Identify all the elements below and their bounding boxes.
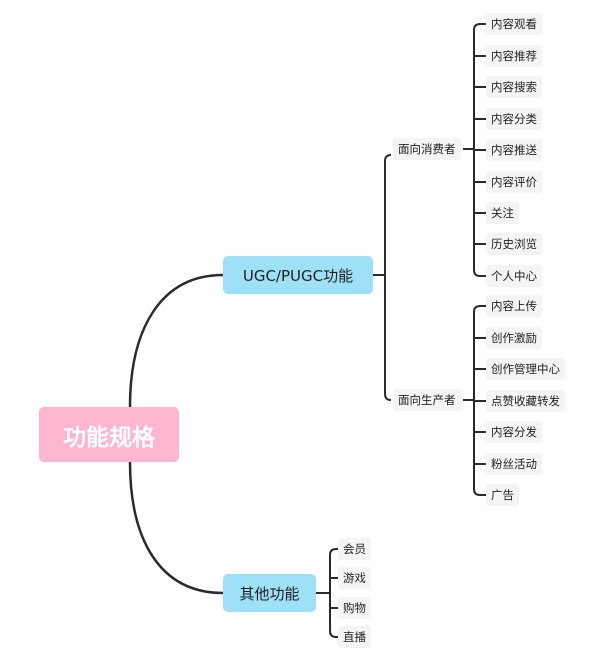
- leaf-consumer-9[interactable]: 个人中心: [486, 265, 542, 287]
- connector-other-spine: [329, 548, 337, 638]
- leaf-label: 个人中心: [491, 269, 537, 283]
- leaf-consumer-6[interactable]: 内容评价: [486, 171, 542, 193]
- leaf-label: 广告: [491, 488, 514, 502]
- connector-root-other: [128, 461, 224, 595]
- leaf-label: 创作激励: [491, 331, 537, 345]
- leaf-label: 内容搜索: [491, 80, 537, 94]
- leaf-consumer-2[interactable]: 内容推荐: [486, 45, 542, 67]
- root-node[interactable]: 功能规格: [39, 407, 179, 462]
- leaf-label: 会员: [343, 542, 366, 556]
- leaf-consumer-3[interactable]: 内容搜索: [486, 76, 542, 98]
- leaf-consumer-8[interactable]: 历史浏览: [486, 233, 542, 255]
- connector-ugc-spine: [384, 154, 392, 401]
- root-label: 功能规格: [63, 424, 155, 451]
- leaf-producer-4[interactable]: 点赞收藏转发: [486, 390, 565, 412]
- leaf-producer-5[interactable]: 内容分发: [486, 421, 542, 443]
- leaf-other-4[interactable]: 直播: [338, 626, 371, 648]
- leaf-label: 内容推荐: [491, 49, 537, 63]
- leaf-other-2[interactable]: 游戏: [338, 567, 371, 589]
- group-consumer-label: 面向消费者: [398, 142, 456, 156]
- consumer-leaf-ticks: [474, 23, 487, 277]
- leaf-other-1[interactable]: 会员: [338, 538, 371, 560]
- leaf-label: 内容上传: [491, 299, 537, 313]
- branch-ugc-pugc-label: UGC/PUGC功能: [242, 266, 354, 285]
- other-leaf-ticks: [330, 548, 340, 638]
- branch-ugc-pugc[interactable]: UGC/PUGC功能: [223, 256, 373, 294]
- leaf-label: 内容观看: [491, 17, 537, 31]
- group-producer[interactable]: 面向生产者: [393, 389, 461, 411]
- leaf-producer-3[interactable]: 创作管理中心: [486, 358, 565, 380]
- leaf-label: 购物: [343, 601, 366, 615]
- leaf-consumer-1[interactable]: 内容观看: [486, 13, 542, 35]
- leaf-producer-2[interactable]: 创作激励: [486, 327, 542, 349]
- producer-leaf-ticks: [474, 305, 487, 496]
- leaf-label: 游戏: [343, 571, 366, 585]
- leaf-consumer-5[interactable]: 内容推送: [486, 139, 542, 161]
- group-consumer[interactable]: 面向消费者: [393, 138, 461, 160]
- leaf-producer-7[interactable]: 广告: [486, 484, 519, 506]
- leaf-other-3[interactable]: 购物: [338, 597, 371, 619]
- leaf-producer-6[interactable]: 粉丝活动: [486, 453, 542, 475]
- branch-other-features-label: 其他功能: [239, 584, 300, 603]
- branch-other-features[interactable]: 其他功能: [223, 574, 316, 612]
- leaf-label: 内容分类: [491, 112, 537, 126]
- leaf-consumer-4[interactable]: 内容分类: [486, 108, 542, 130]
- leaf-label: 粉丝活动: [491, 457, 537, 471]
- connector-root-ugc: [128, 273, 224, 408]
- leaf-label: 历史浏览: [491, 237, 537, 251]
- leaf-consumer-7[interactable]: 关注: [486, 202, 519, 224]
- leaf-label: 内容评价: [491, 175, 537, 189]
- group-producer-label: 面向生产者: [398, 393, 456, 407]
- leaf-label: 点赞收藏转发: [491, 394, 560, 408]
- leaf-label: 关注: [491, 206, 514, 220]
- leaf-label: 直播: [343, 630, 366, 644]
- leaf-label: 内容分发: [491, 425, 537, 439]
- leaf-label: 创作管理中心: [491, 362, 560, 376]
- leaf-label: 内容推送: [491, 143, 537, 157]
- leaf-producer-1[interactable]: 内容上传: [486, 295, 542, 317]
